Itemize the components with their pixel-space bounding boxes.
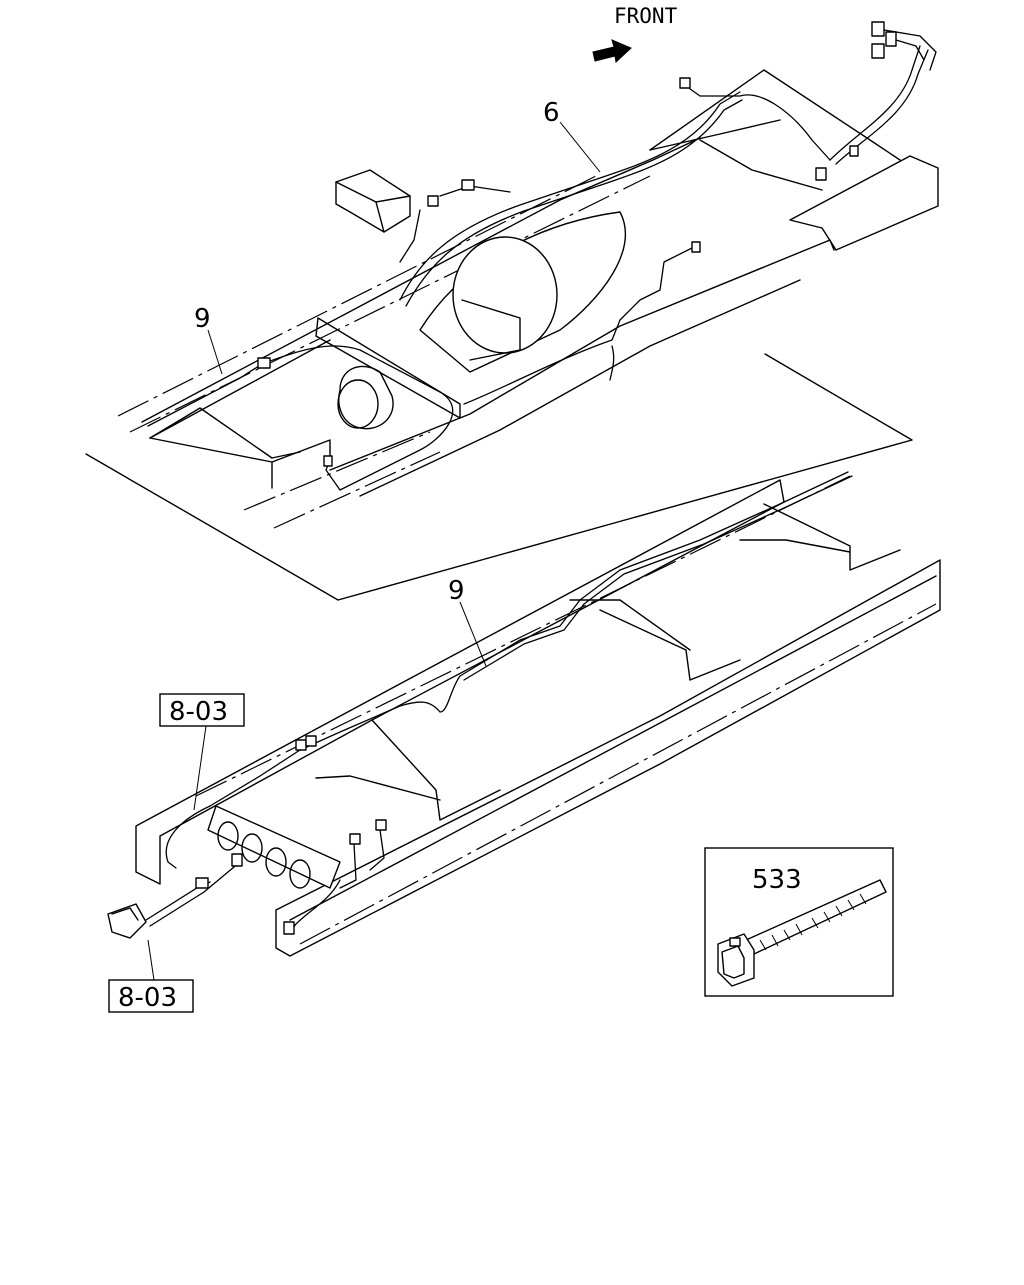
lamp-hole-1 <box>217 821 239 851</box>
callout-9-upper: 9 <box>194 304 211 334</box>
lower-right-rail <box>275 559 941 957</box>
rear-crossmember-end <box>271 439 331 463</box>
harness-6-main-edge <box>405 99 743 307</box>
connector-top <box>679 77 691 89</box>
front-label: FRONT <box>614 4 678 28</box>
connector-lamp-1 <box>349 833 361 845</box>
left-frame-rail-edge <box>149 339 331 439</box>
crossmember-2 <box>599 609 741 681</box>
harness-6-lamp-branch-edge <box>835 49 929 165</box>
harness-9-upper-drop <box>609 345 615 381</box>
connector-tail <box>283 921 295 935</box>
rear-lamp-connector-group <box>871 21 937 71</box>
connector-front-right-2 <box>849 145 859 157</box>
fuel-canister-end <box>337 379 379 429</box>
harness-9-lower-loop <box>165 805 211 869</box>
crossmember-3 <box>763 503 901 571</box>
relay-box-corner <box>375 201 385 233</box>
connector-9-upper <box>257 357 271 369</box>
harness-9-lower-edge <box>463 475 853 681</box>
front-frame-end <box>789 155 939 251</box>
frame-centerline-2 <box>129 175 651 433</box>
gearbox-block <box>461 299 521 361</box>
rear-lamp-bar <box>207 805 341 889</box>
connector-relay <box>461 179 475 191</box>
crossmember-3-top <box>739 539 851 553</box>
ref-box-top-label: 8-03 <box>169 697 228 727</box>
harness-9-upper <box>147 345 454 491</box>
harness-6-top-lead <box>685 85 741 97</box>
lower-centerline-1 <box>195 475 851 797</box>
crossmember-1 <box>371 719 501 821</box>
frame-centerline-4 <box>273 451 441 529</box>
fuel-canister <box>338 365 394 430</box>
ref-box-bottom: 8-03 <box>108 979 194 1013</box>
harness-6-main <box>399 91 741 301</box>
connector-9-lower <box>295 739 307 751</box>
ref-box-bottom-label: 8-03 <box>118 983 177 1013</box>
front-crossmember <box>699 139 823 191</box>
rear-crossmember <box>149 407 301 459</box>
bellhousing <box>452 236 558 354</box>
connector-9-upper-end <box>323 455 333 467</box>
lower-centerline-2 <box>299 603 937 945</box>
lower-chassis-view <box>107 471 941 957</box>
harness-9-upper-right <box>463 245 697 405</box>
connector-9-lower-2 <box>305 735 317 747</box>
connector-front-right <box>815 167 827 181</box>
frame-centerline-3 <box>243 431 431 511</box>
front-arrow-icon <box>592 39 632 64</box>
cable-tie-clip <box>717 879 887 987</box>
harness-6-lamp-branch <box>829 45 921 161</box>
connector-9-upper-right <box>691 241 701 253</box>
harness-6-relay-lead <box>399 209 421 263</box>
cross-tube <box>315 317 461 419</box>
crossmember-1-top <box>315 775 441 801</box>
ref-box-top: 8-03 <box>159 693 245 727</box>
harness-6-relay-lead-2 <box>439 185 511 197</box>
upper-chassis-view <box>85 21 939 601</box>
callout-6: 6 <box>543 98 560 128</box>
lamp-hole-4 <box>289 859 311 889</box>
callout-533: 533 <box>752 865 802 895</box>
connector-relay-2 <box>427 195 439 207</box>
harness-9-lower <box>209 471 849 807</box>
harness-9-lower-drop-1 <box>339 843 357 889</box>
trailer-socket <box>107 853 243 939</box>
callout-9-lower: 9 <box>448 576 465 606</box>
crossmember-2-top <box>569 599 691 651</box>
front-plate-edge <box>649 119 781 151</box>
harness-9-lower-drop-2 <box>369 829 385 871</box>
connector-lamp-2 <box>375 819 387 831</box>
right-frame-rail-bottom <box>359 279 801 497</box>
part-533-inset: 533 <box>704 847 894 997</box>
upper-cut-plane <box>85 353 913 601</box>
harness-6-front-branch <box>739 94 831 161</box>
lamp-hole-2 <box>241 833 263 863</box>
frame-centerline-1 <box>117 173 601 417</box>
lower-right-rail-edge <box>289 575 937 921</box>
front-indicator: FRONT <box>592 4 678 64</box>
harness-9-lower-tail <box>289 879 341 933</box>
left-frame-rail-top <box>141 137 701 423</box>
lamp-hole-3 <box>265 847 287 877</box>
front-plate <box>649 69 901 161</box>
